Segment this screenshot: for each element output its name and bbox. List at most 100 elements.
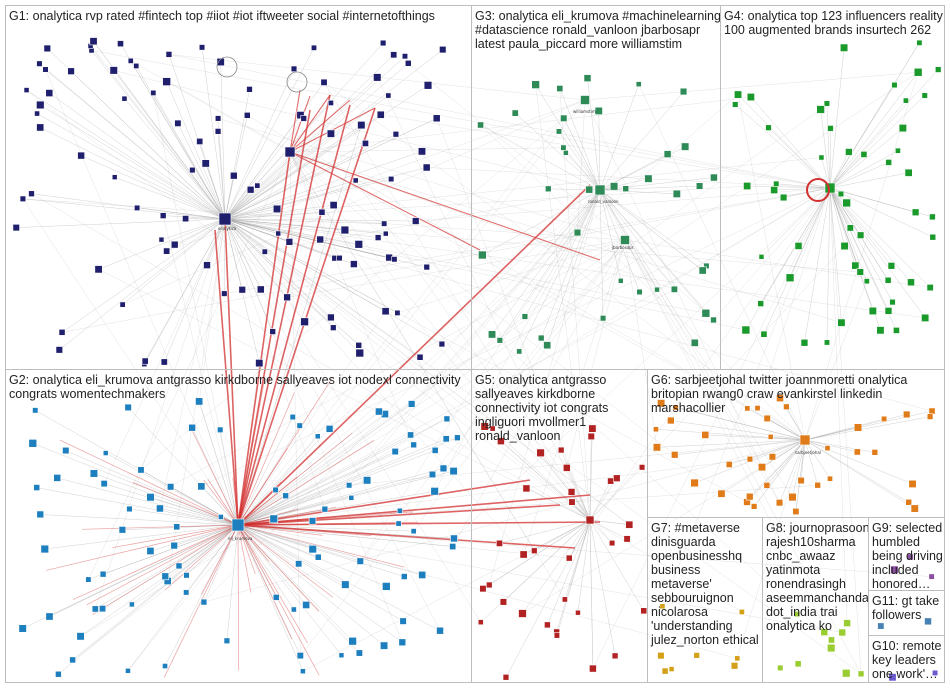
- edge: [153, 92, 226, 220]
- network-node: [163, 247, 171, 255]
- network-node: [341, 580, 350, 589]
- network-node: [431, 446, 439, 454]
- network-node: [743, 182, 752, 190]
- edge: [237, 125, 362, 526]
- hub-label-jbarbosapr: jbarbosapr: [612, 245, 634, 250]
- network-node: [921, 92, 928, 99]
- network-node: [254, 182, 261, 189]
- edge: [599, 189, 703, 271]
- edge: [92, 524, 239, 616]
- network-node: [779, 193, 788, 202]
- edge: [237, 479, 531, 526]
- network-node: [62, 446, 70, 455]
- edge: [795, 439, 806, 512]
- edge: [174, 218, 226, 245]
- edge: [624, 239, 780, 503]
- edge: [804, 439, 913, 485]
- edge: [558, 131, 601, 191]
- network-node: [33, 484, 41, 491]
- network-node: [100, 480, 108, 488]
- edge: [224, 218, 746, 331]
- network-node: [183, 572, 190, 579]
- edge: [766, 439, 806, 486]
- network-node: [757, 300, 765, 307]
- edge: [566, 239, 626, 468]
- network-node: [536, 448, 545, 458]
- edge: [224, 218, 359, 346]
- edge: [662, 187, 831, 607]
- network-node: [423, 81, 433, 90]
- edge: [804, 439, 858, 453]
- network-node: [670, 285, 678, 293]
- hub-label-onalytica: onalytica: [218, 226, 237, 231]
- edge: [237, 436, 318, 526]
- network-node: [567, 488, 576, 496]
- edge: [355, 180, 591, 521]
- edge: [201, 524, 239, 595]
- network-node: [89, 469, 99, 478]
- network-node: [126, 505, 133, 513]
- edge: [829, 127, 903, 189]
- network-node: [931, 669, 939, 677]
- network-node: [893, 327, 900, 334]
- edge: [237, 434, 411, 526]
- edge: [829, 187, 926, 319]
- network-node: [594, 106, 603, 115]
- network-node: [701, 431, 710, 439]
- edge: [237, 428, 330, 526]
- network-node: [911, 208, 920, 217]
- network-node: [289, 413, 296, 421]
- edge: [39, 63, 226, 220]
- network-node: [853, 448, 861, 456]
- network-node: [346, 482, 353, 489]
- network-node: [881, 415, 888, 422]
- network-node: [672, 189, 681, 198]
- network-node: [544, 621, 551, 629]
- hub-node: [585, 515, 595, 525]
- network-node: [890, 565, 899, 575]
- edge: [237, 411, 380, 526]
- network-node: [125, 667, 131, 674]
- network-node: [401, 53, 409, 60]
- network-node: [316, 235, 325, 244]
- edge: [224, 114, 381, 220]
- edge: [150, 239, 626, 498]
- edge: [289, 94, 331, 153]
- network-node: [905, 498, 913, 506]
- network-node: [842, 669, 851, 678]
- edge: [224, 102, 332, 220]
- network-node: [382, 230, 389, 237]
- edge: [224, 218, 403, 643]
- hub-node: [620, 235, 630, 245]
- network-node: [188, 423, 196, 432]
- network-node: [562, 464, 571, 472]
- network-node: [296, 422, 303, 429]
- network-node: [745, 492, 754, 501]
- edge: [59, 218, 226, 351]
- network-node: [763, 414, 771, 422]
- network-node: [929, 213, 936, 221]
- edge: [289, 89, 301, 153]
- edge: [761, 187, 831, 258]
- edge: [224, 85, 429, 220]
- network-node: [725, 461, 733, 468]
- edge: [26, 89, 591, 521]
- edge: [237, 451, 396, 526]
- edge: [224, 218, 493, 429]
- network-node: [659, 603, 666, 610]
- edge: [45, 69, 239, 526]
- network-node: [754, 405, 761, 412]
- network-node: [308, 517, 317, 525]
- edge: [237, 506, 337, 526]
- network-node: [127, 57, 134, 64]
- edge: [40, 127, 226, 220]
- network-node: [201, 159, 210, 168]
- edge: [224, 82, 325, 220]
- network-node: [767, 433, 774, 440]
- edge: [397, 239, 626, 314]
- edge: [826, 103, 831, 189]
- network-node: [519, 550, 528, 559]
- network-node: [214, 115, 222, 122]
- network-node: [522, 484, 531, 493]
- edge: [237, 508, 299, 526]
